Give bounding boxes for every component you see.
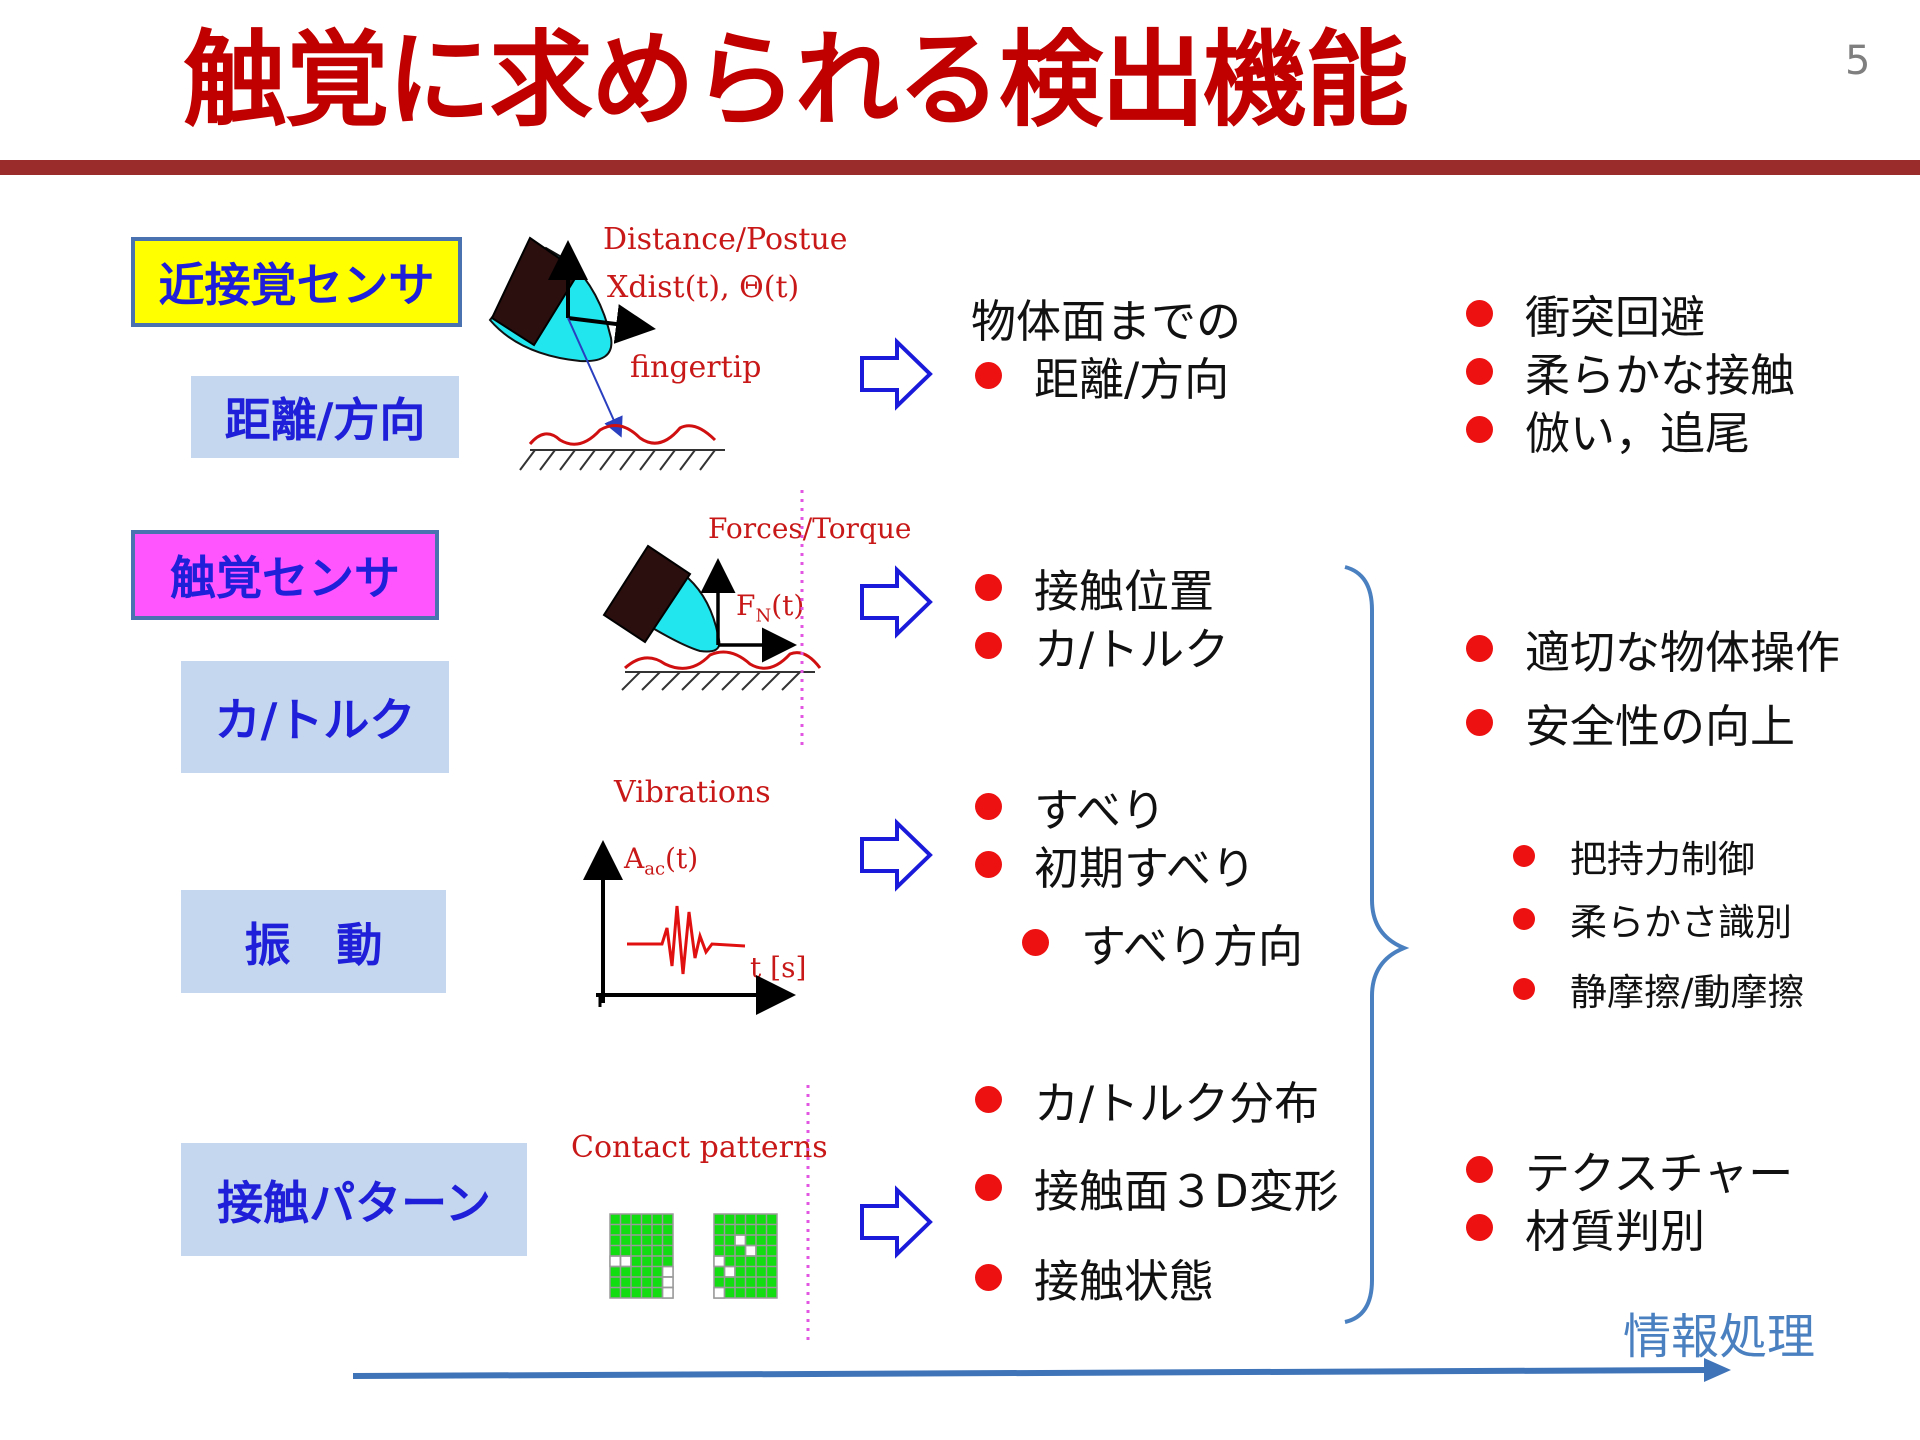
bullet-icon: [1513, 908, 1535, 930]
bullet-icon: [1466, 709, 1493, 736]
bullet-icon: [1466, 300, 1493, 327]
bullet-icon: [1466, 416, 1493, 443]
bullet-icon: [975, 574, 1002, 601]
arrow-head-icon: [1704, 1358, 1731, 1382]
force-label: FN(t): [736, 589, 805, 627]
bullet-icon: [1466, 1214, 1493, 1241]
brace-icon: [1344, 565, 1410, 1324]
category-contact-pattern: 接触パターン: [181, 1143, 527, 1256]
right-arrow-icon: [860, 565, 933, 639]
category-vibration: 振 動: [181, 890, 446, 993]
bullet-icon: [975, 1086, 1002, 1113]
application-subitem: 把持力制御: [1513, 829, 1755, 883]
bullet-icon: [975, 1264, 1002, 1291]
title-rule: [0, 160, 1920, 175]
bullet-icon: [1022, 929, 1049, 956]
bullet-icon: [975, 362, 1002, 389]
detection-item: 接触面３D変形: [975, 1155, 1339, 1220]
bullet-icon: [1513, 845, 1535, 867]
bullet-icon: [1466, 1156, 1493, 1183]
force-caption: Forces/Torque: [708, 512, 912, 545]
bullet-icon: [1513, 978, 1535, 1000]
bullet-icon: [975, 1174, 1002, 1201]
application-item: 衝突回避: [1466, 281, 1705, 346]
detection-intro: 物体面までの: [971, 295, 1242, 348]
bullet-icon: [1466, 635, 1493, 662]
detection-item: 初期すべり: [975, 832, 1256, 897]
vibration-graph-figure: [583, 840, 796, 1015]
proximity-sensor-label: 近接覚センサ: [131, 237, 462, 327]
right-arrow-icon: [860, 1185, 933, 1259]
application-subitem: 静摩擦/動摩擦: [1513, 962, 1804, 1016]
proximity-caption-3: fingertip: [630, 350, 762, 385]
application-item: 適切な物体操作: [1466, 616, 1840, 681]
application-item: テクスチャー: [1466, 1137, 1793, 1202]
info-processing-arrow: [352, 1367, 1709, 1379]
proximity-caption-1: Distance/Postue: [603, 222, 848, 257]
contact-caption: Contact patterns: [571, 1130, 828, 1165]
vibration-caption: Vibrations: [614, 775, 771, 810]
fingertip-proximity-figure: [488, 236, 725, 471]
category-distance: 距離/方向: [191, 376, 459, 458]
detection-item: 接触位置: [975, 555, 1214, 620]
contact-pattern-figure: [609, 1085, 810, 1340]
page-title: 触覚に求められる検出機能: [183, 19, 1409, 141]
application-subitem: 柔らかさ識別: [1513, 892, 1792, 946]
category-force: カ/トルク: [181, 661, 449, 773]
bullet-icon: [1466, 358, 1493, 385]
bullet-icon: [975, 632, 1002, 659]
detection-item: 距離/方向: [975, 343, 1229, 408]
info-processing-label: 情報処理: [1623, 1309, 1816, 1365]
application-item: 倣い，追尾: [1466, 397, 1750, 462]
page-number: 5: [1845, 38, 1871, 84]
proximity-caption-2: Xdist(t), Θ(t): [607, 270, 800, 305]
application-item: 材質判別: [1466, 1195, 1705, 1260]
bullet-icon: [975, 793, 1002, 820]
detection-item: 接触状態: [975, 1245, 1214, 1310]
right-arrow-icon: [860, 337, 933, 411]
detection-item: すべり方向: [1022, 910, 1303, 975]
tactile-sensor-label: 触覚センサ: [131, 530, 439, 620]
detection-item: カ/トルク: [975, 613, 1229, 678]
detection-item: すべり: [975, 774, 1166, 839]
application-item: 柔らかな接触: [1466, 339, 1795, 404]
vibration-label: Aac(t): [624, 842, 699, 880]
detection-item: カ/トルク分布: [975, 1067, 1319, 1132]
right-arrow-icon: [860, 818, 933, 892]
application-item: 安全性の向上: [1466, 690, 1795, 755]
bullet-icon: [975, 851, 1002, 878]
fingertip-force-figure: [602, 490, 822, 745]
